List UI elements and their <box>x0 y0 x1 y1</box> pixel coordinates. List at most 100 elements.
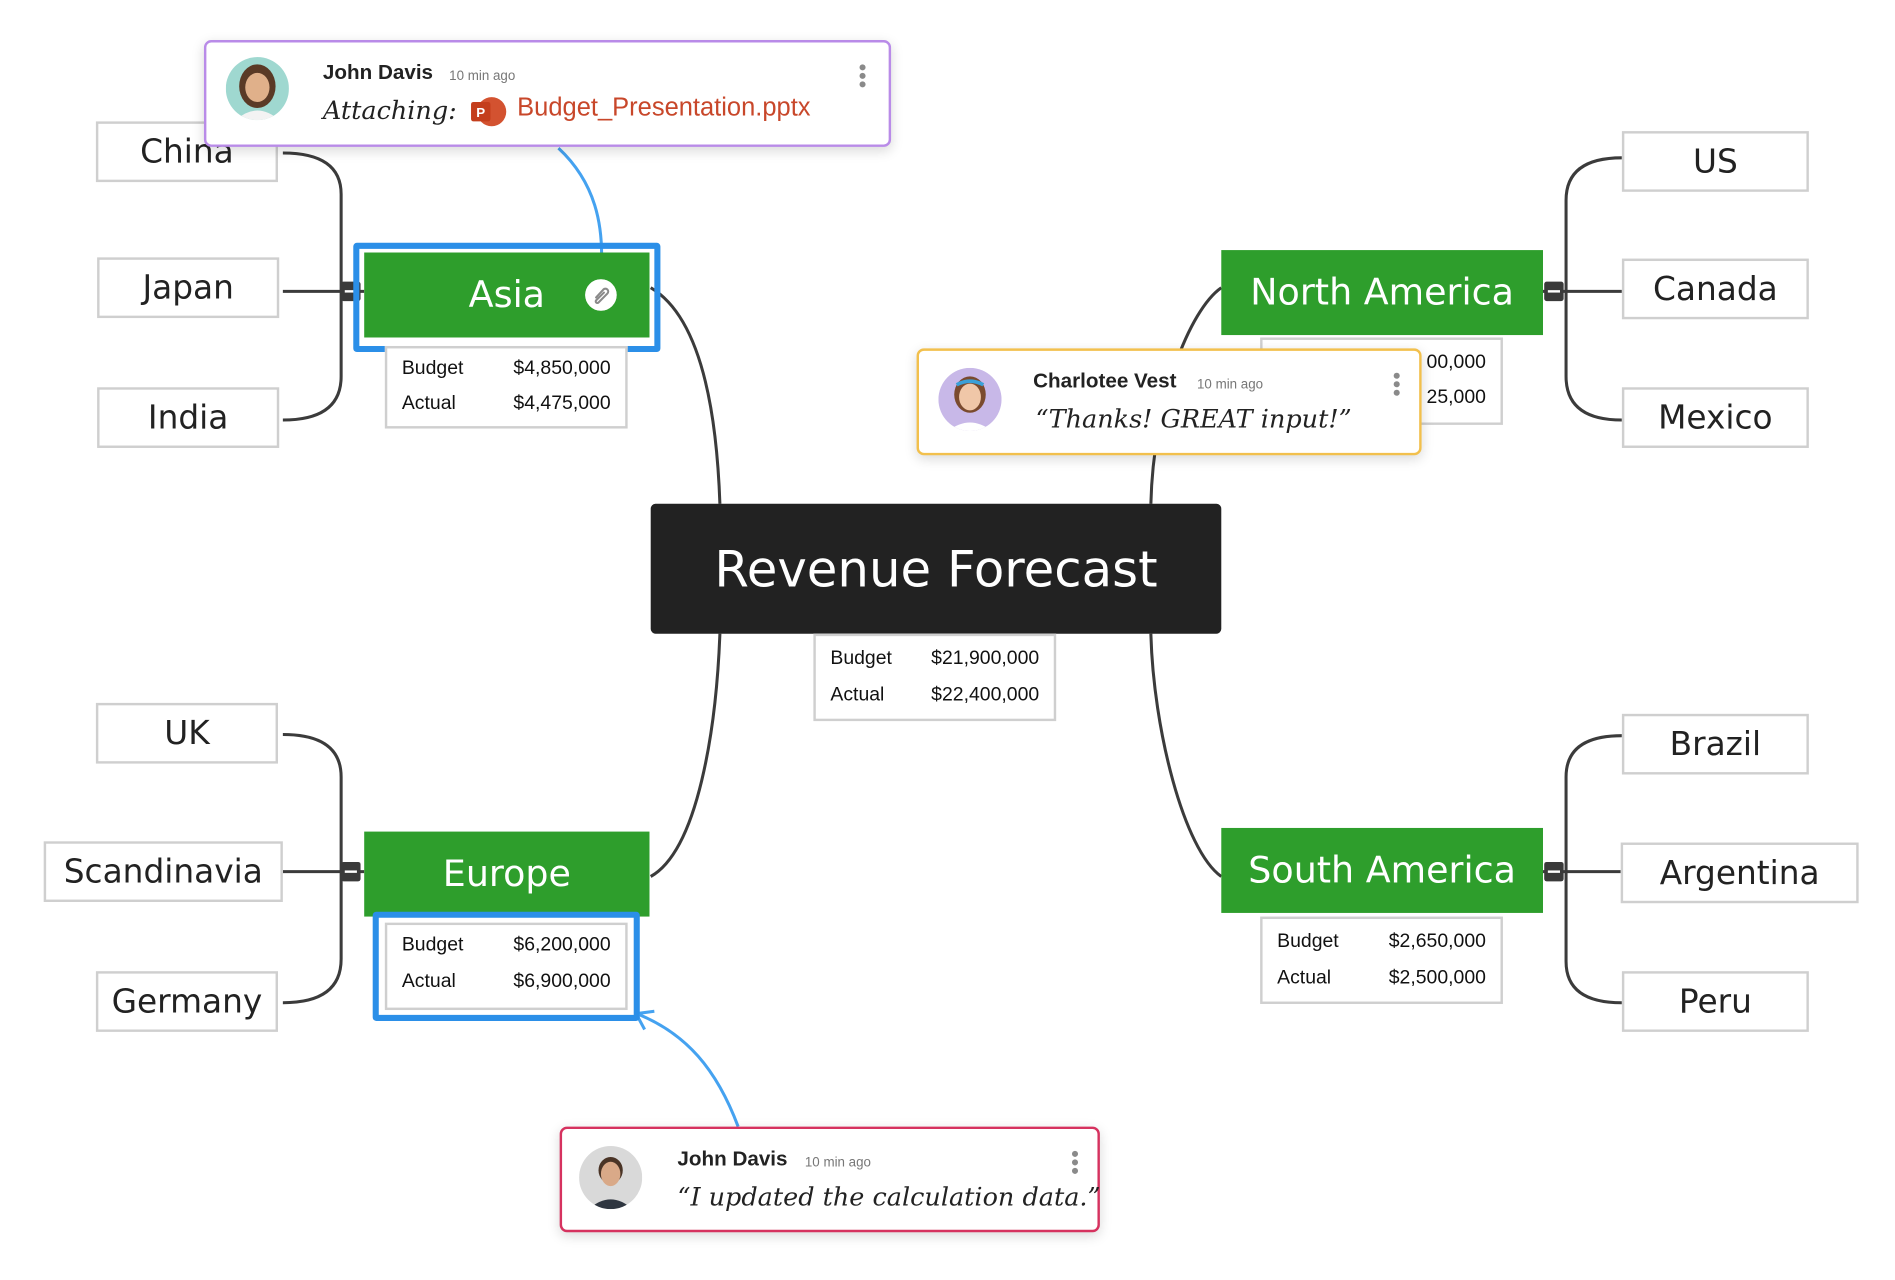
actual-value: $4,475,000 <box>513 393 611 414</box>
leaf-label: India <box>147 398 229 437</box>
leaf-china[interactable]: China <box>95 121 279 183</box>
actual-row: Actual $4,475,000 <box>402 393 611 422</box>
update-arrow <box>639 1013 740 1128</box>
actual-row: Actual $22,400,000 <box>830 685 1039 714</box>
collapse-icon[interactable] <box>1544 281 1564 302</box>
branch-north-america[interactable]: North America <box>1221 250 1543 336</box>
leaf-label: Scandinavia <box>63 852 263 891</box>
collapse-icon[interactable] <box>1544 861 1564 882</box>
actual-value: $6,900,000 <box>513 971 611 992</box>
branch-asia[interactable]: Asia <box>364 252 650 338</box>
kebab-menu-icon[interactable] <box>859 64 867 88</box>
leaf-label: Peru <box>1678 982 1752 1021</box>
comment-author: Charlotee Vest <box>1033 369 1177 393</box>
leaf-label: Canada <box>1653 270 1778 308</box>
actual-value: $2,500,000 <box>1388 967 1486 989</box>
budget-row: Budget $6,200,000 <box>402 935 611 964</box>
actual-row: Actual $6,900,000 <box>402 971 611 1000</box>
comment-author: John Davis <box>322 60 434 84</box>
kebab-menu-icon[interactable] <box>1071 1150 1079 1175</box>
kebab-menu-icon[interactable] <box>1393 372 1401 397</box>
central-budget-table[interactable]: Budget $21,900,000 Actual $22,400,000 <box>813 633 1057 722</box>
link-asia-india <box>282 291 343 422</box>
avatar <box>938 367 1002 431</box>
comment-card-thanks[interactable]: Charlotee Vest 10 min ago “Thanks! GREAT… <box>916 348 1422 456</box>
branch-label: Asia <box>468 273 546 317</box>
leaf-india[interactable]: India <box>97 387 280 448</box>
budget-value: $21,900,000 <box>931 648 1040 669</box>
leaf-argentina[interactable]: Argentina <box>1620 842 1859 904</box>
avatar <box>579 1146 643 1210</box>
comment-card-attachment[interactable]: John Davis 10 min ago Attaching: P Budge… <box>203 40 892 147</box>
leaf-label: UK <box>164 714 210 753</box>
branch-label: South America <box>1248 849 1516 892</box>
central-topic-label: Revenue Forecast <box>714 539 1158 598</box>
branch-south-america[interactable]: South America <box>1221 827 1543 913</box>
comment-time: 10 min ago <box>449 69 516 84</box>
budget-row: Budget $2,650,000 <box>1277 931 1486 960</box>
comment-prefix: Attaching: <box>322 95 457 126</box>
actual-row: 25,000 <box>1277 387 1486 416</box>
link-europe-central <box>649 633 722 878</box>
budget-value: $4,850,000 <box>513 358 611 379</box>
link-sa-peru <box>1564 871 1622 1005</box>
link-europe-uk <box>282 732 343 872</box>
branch-label: North America <box>1250 271 1514 314</box>
comment-card-update[interactable]: John Davis 10 min ago “I updated the cal… <box>559 1126 1101 1233</box>
budget-value: $6,200,000 <box>513 934 611 956</box>
comment-author: John Davis <box>677 1147 788 1171</box>
leaf-brazil[interactable]: Brazil <box>1621 713 1809 775</box>
avatar <box>225 57 289 121</box>
leaf-label: Germany <box>111 982 263 1021</box>
leaf-label: Japan <box>142 268 234 307</box>
budget-label: Budget <box>830 648 892 669</box>
actual-value: $22,400,000 <box>931 684 1040 706</box>
asia-budget-table[interactable]: Budget $4,850,000 Actual $4,475,000 <box>384 345 628 429</box>
comment-message: “I updated the calculation data.” <box>677 1182 1101 1212</box>
link-asia-china <box>282 151 343 292</box>
leaf-uk[interactable]: UK <box>95 702 279 764</box>
leaf-mexico[interactable]: Mexico <box>1621 387 1809 448</box>
budget-value: 00,000 <box>1426 352 1486 373</box>
actual-label: Actual <box>401 971 456 992</box>
central-topic[interactable]: Revenue Forecast <box>650 503 1222 634</box>
leaf-scandinavia[interactable]: Scandinavia <box>43 841 283 903</box>
europe-budget-table[interactable]: Budget $6,200,000 Actual $6,900,000 <box>384 922 628 1011</box>
link-europe-germany <box>282 871 343 1005</box>
comment-time: 10 min ago <box>804 1155 871 1171</box>
budget-label: Budget <box>401 358 464 379</box>
leaf-peru[interactable]: Peru <box>1621 971 1809 1032</box>
branch-europe[interactable]: Europe <box>364 831 650 917</box>
actual-label: Actual <box>401 393 456 414</box>
actual-row: Actual $2,500,000 <box>1277 968 1486 997</box>
link-sa-brazil <box>1564 734 1622 872</box>
actual-label: Actual <box>1277 967 1332 989</box>
attachment-file-link[interactable]: Budget_Presentation.pptx <box>517 93 811 122</box>
leaf-canada[interactable]: Canada <box>1621 258 1809 320</box>
leaf-label: Brazil <box>1669 725 1762 763</box>
link-na-us <box>1564 156 1622 292</box>
leaf-label: Argentina <box>1659 854 1820 892</box>
leaf-us[interactable]: US <box>1621 131 1809 192</box>
actual-label: Actual <box>830 684 885 706</box>
budget-label: Budget <box>401 934 464 956</box>
paperclip-icon[interactable] <box>585 279 617 311</box>
selection-highlight <box>372 911 640 1021</box>
budget-label: Budget <box>1277 931 1339 952</box>
leaf-germany[interactable]: Germany <box>95 971 279 1032</box>
leaf-label: US <box>1692 142 1738 181</box>
collapse-icon[interactable] <box>341 861 361 882</box>
south-america-budget-table[interactable]: Budget $2,650,000 Actual $2,500,000 <box>1260 916 1503 1004</box>
budget-value: $2,650,000 <box>1388 931 1486 952</box>
leaf-japan[interactable]: Japan <box>97 257 280 319</box>
comment-time: 10 min ago <box>1197 377 1264 393</box>
budget-row: Budget $4,850,000 <box>402 358 611 387</box>
powerpoint-icon: P <box>471 97 507 127</box>
budget-row: 00,000 <box>1277 352 1486 381</box>
leaf-label: Mexico <box>1658 398 1773 437</box>
link-na-mexico <box>1564 291 1622 422</box>
actual-value: 25,000 <box>1426 387 1486 408</box>
svg-text:P: P <box>476 105 485 120</box>
branch-label: Europe <box>442 852 571 896</box>
